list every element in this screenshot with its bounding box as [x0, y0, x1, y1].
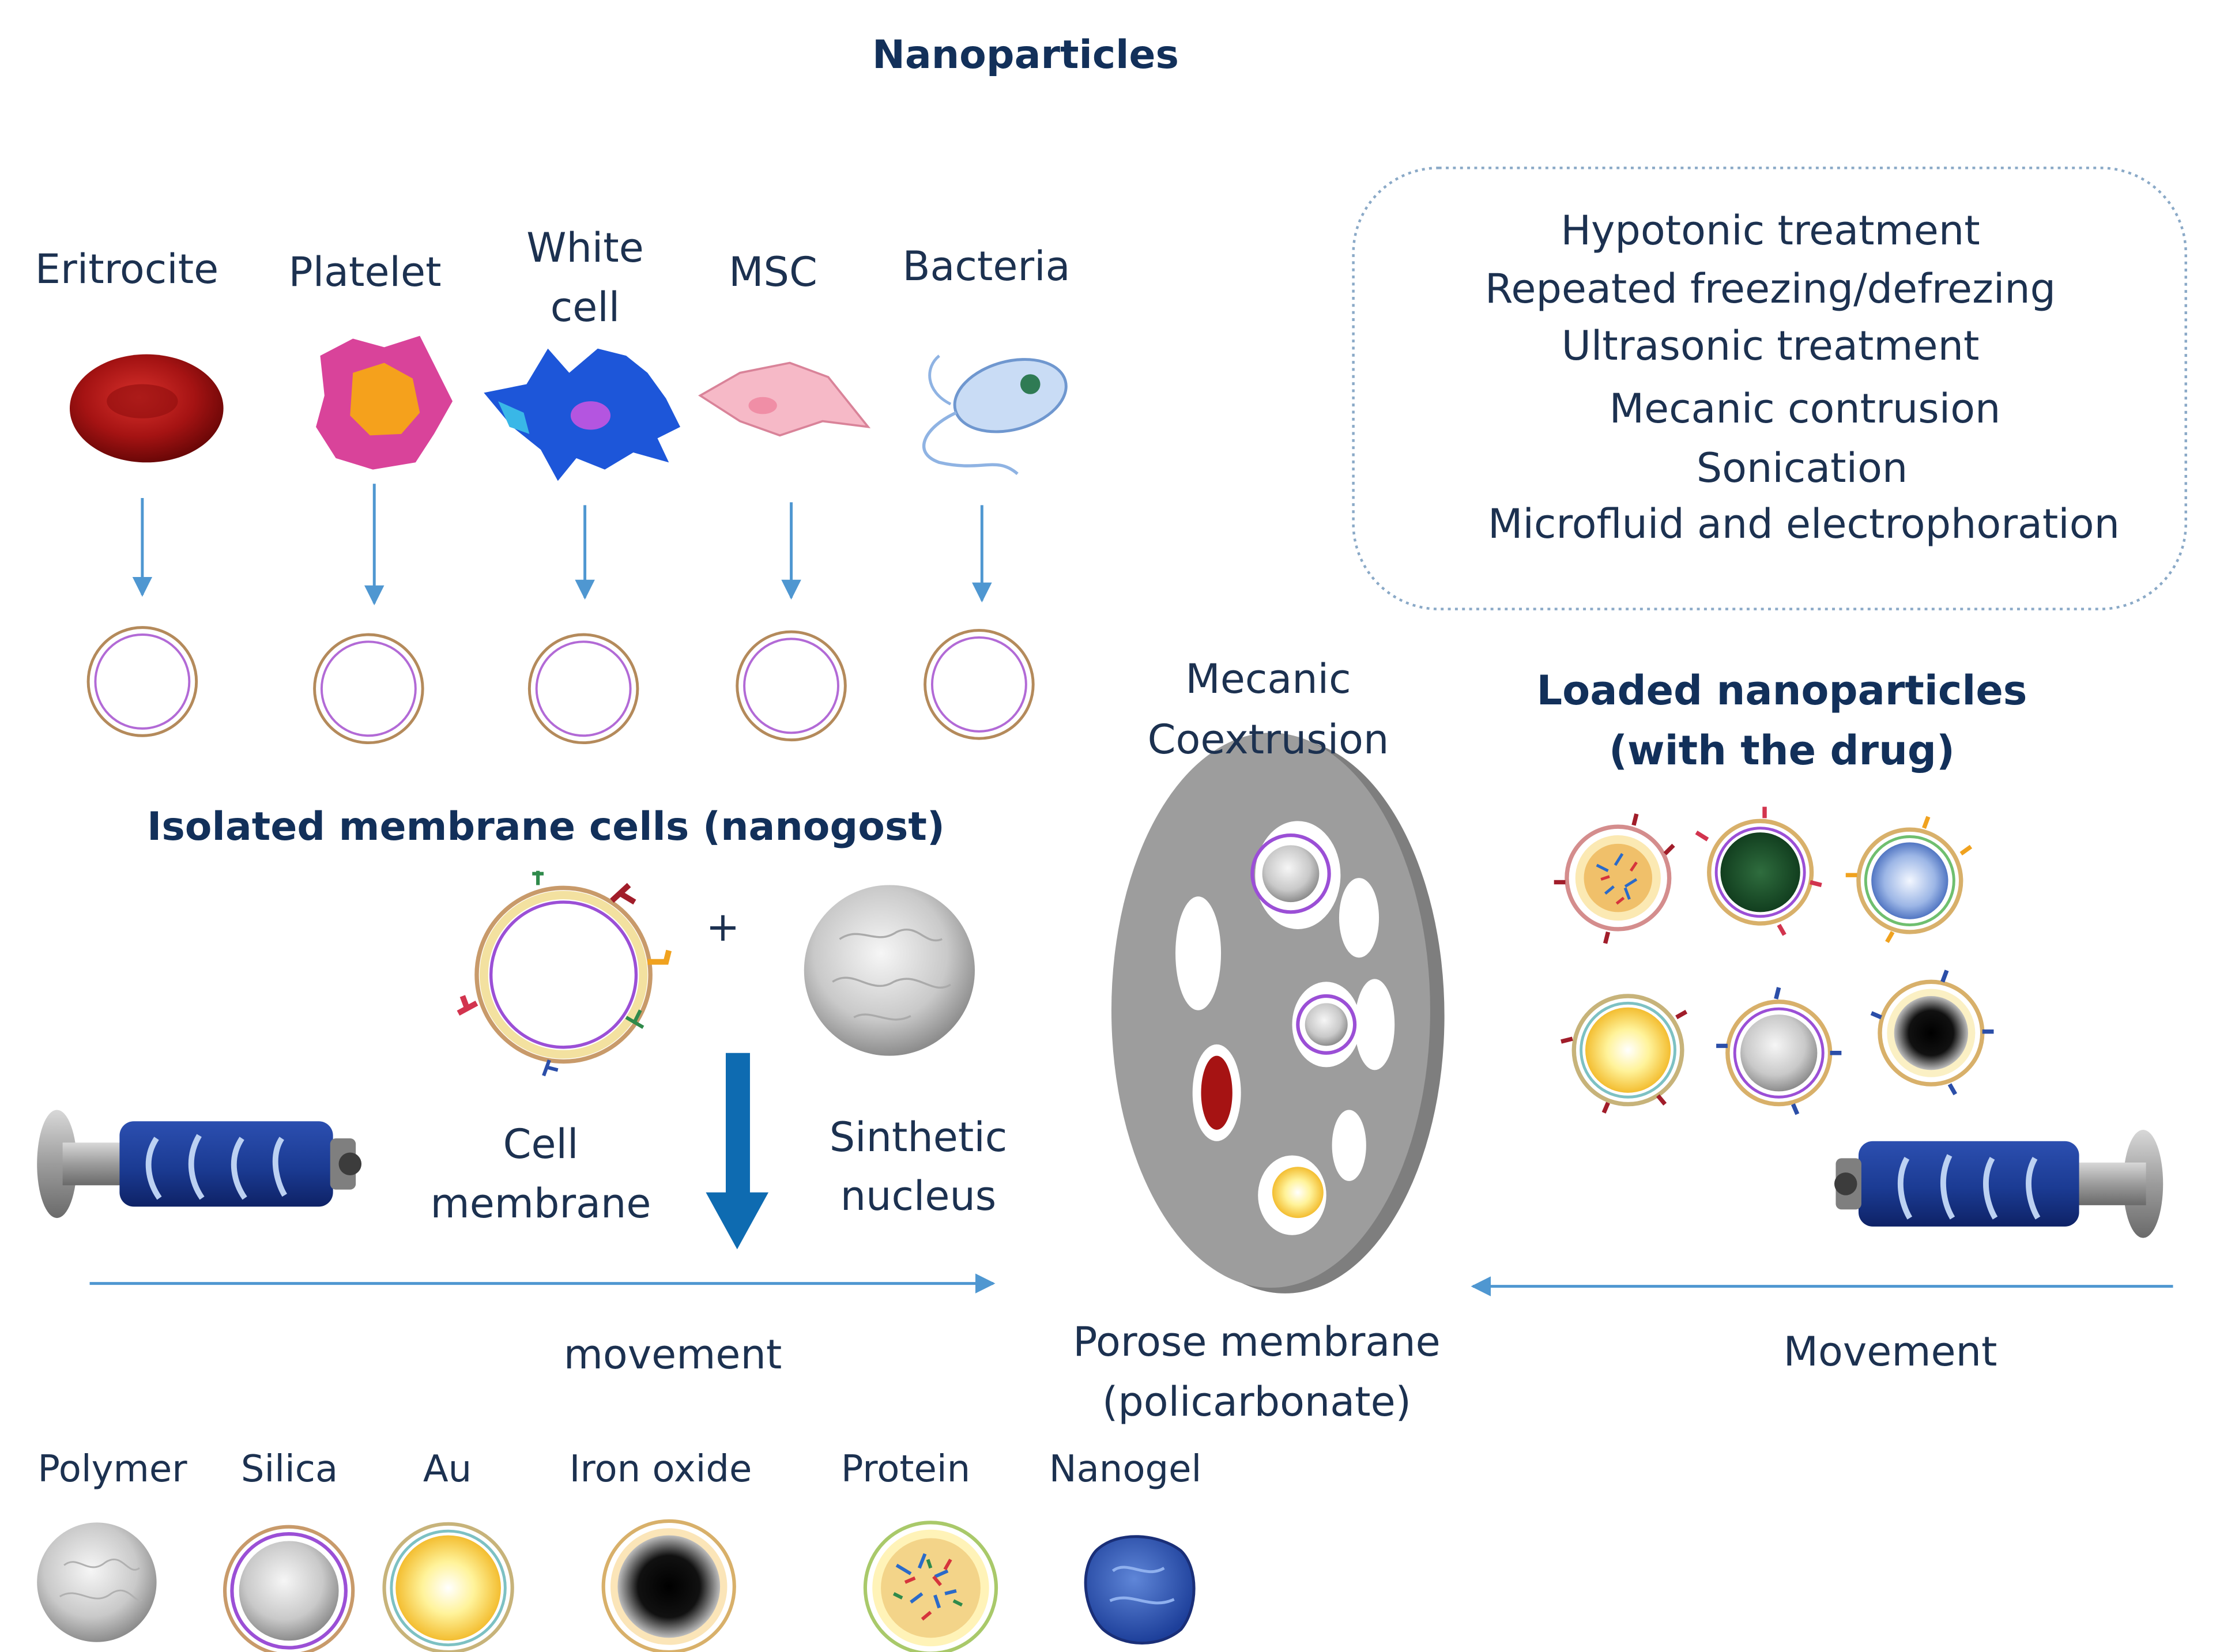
- loaded-blue-nanoparticle: [1856, 827, 1963, 934]
- methods-box: [1352, 167, 2187, 610]
- porous-membrane-icon: [1111, 733, 1445, 1293]
- method-4: Mecanic contrusion: [1609, 385, 2001, 432]
- loaded-gold-nanoparticle: [1571, 994, 1684, 1107]
- isolated-membrane-vesicles: [86, 626, 1035, 745]
- msc-icon: [698, 361, 871, 437]
- label-msc: MSC: [729, 248, 817, 296]
- source-to-membrane-arrows: [132, 484, 992, 606]
- erythrocyte-icon: [69, 354, 224, 463]
- membrane-vesicle: [527, 633, 639, 745]
- method-3: Ultrasonic treatment: [1561, 322, 1980, 369]
- isolated-membrane-label: Isolated membrane cells (nanogost): [147, 804, 945, 850]
- label-polymer: Polymer: [37, 1448, 187, 1491]
- method-1: Hypotonic treatment: [1561, 207, 1980, 254]
- surface-receptors: [1554, 806, 1994, 1115]
- method-2: Repeated freezing/defrezing: [1484, 265, 2056, 312]
- label-protein: Protein: [840, 1448, 971, 1491]
- membrane-vesicle: [86, 626, 198, 737]
- loaded-silica-nanoparticle: [1725, 1000, 1833, 1107]
- plus-sign: +: [706, 903, 740, 951]
- membrane-vesicle: [313, 633, 424, 745]
- method-6: Microfluid and electrophoration: [1488, 500, 2120, 548]
- loaded-label-line2: (with the drug): [1608, 727, 1955, 774]
- porous-membrane-label-line1: Porose membrane: [1073, 1318, 1441, 1366]
- porous-membrane-label-line2: (policarbonate): [1102, 1378, 1411, 1425]
- cell-membrane-label-line2: membrane: [430, 1180, 651, 1227]
- label-bacteria: Bacteria: [902, 243, 1071, 290]
- label-white-cell-line1: White: [526, 224, 644, 271]
- cell-membrane-icon: [457, 870, 672, 1077]
- synthetic-nucleus-icon: [804, 885, 975, 1056]
- membrane-vesicle: [736, 630, 847, 742]
- label-platelet: Platelet: [288, 248, 442, 296]
- nanogel-core-icon: [1084, 1535, 1196, 1645]
- loaded-green-nanoparticle: [1707, 819, 1814, 926]
- iron-oxide-core-icon: [601, 1519, 736, 1652]
- silica-core-icon: [223, 1525, 355, 1652]
- right-syringe-icon: [1834, 1130, 2164, 1238]
- coextrusion-label-line2: Coextrusion: [1147, 716, 1389, 763]
- loaded-iron-oxide-nanoparticle: [1878, 979, 1985, 1087]
- right-movement-label: Movement: [1783, 1328, 1997, 1375]
- label-silica: Silica: [240, 1448, 338, 1491]
- label-nanogel: Nanogel: [1049, 1448, 1202, 1491]
- method-5: Sonication: [1696, 444, 1908, 492]
- bacteria-icon: [922, 354, 1068, 476]
- protein-core-icon: [863, 1521, 998, 1652]
- label-iron-oxide: Iron oxide: [569, 1448, 752, 1491]
- label-eritrocite: Eritrocite: [35, 246, 219, 293]
- membrane-vesicle: [924, 629, 1035, 740]
- coextrusion-label-line1: Mecanic: [1185, 655, 1351, 703]
- page-title: Nanoparticles: [872, 32, 1179, 78]
- left-syringe-icon: [37, 1110, 362, 1219]
- loaded-protein-nanoparticle: [1565, 824, 1672, 931]
- gold-core-icon: [382, 1522, 514, 1652]
- combination-arrow: [706, 1053, 769, 1250]
- loaded-label-line1: Loaded nanoparticles: [1536, 667, 2027, 714]
- label-au: Au: [423, 1448, 472, 1491]
- left-movement-label: movement: [563, 1331, 782, 1378]
- white-cell-icon: [484, 348, 680, 481]
- synthetic-nucleus-label-line2: nucleus: [840, 1172, 997, 1220]
- label-white-cell-line2: cell: [550, 284, 620, 331]
- loaded-nanoparticles: [1554, 806, 1994, 1115]
- cell-membrane-label-line1: Cell: [503, 1121, 579, 1168]
- polymer-core-icon: [37, 1522, 157, 1642]
- synthetic-nucleus-label-line1: Sinthetic: [829, 1114, 1008, 1161]
- platelet-icon: [316, 335, 453, 470]
